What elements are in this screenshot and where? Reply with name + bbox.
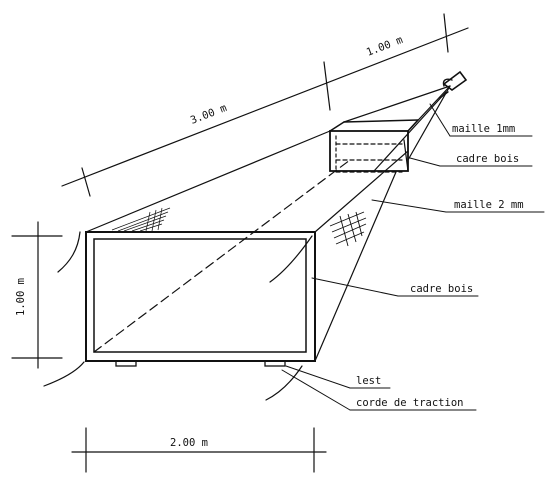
label-lest: lest xyxy=(356,375,381,387)
label-cadre-bois-large: cadre bois xyxy=(410,283,473,295)
mesh-hatch-left xyxy=(111,207,171,232)
net-funnel xyxy=(85,85,451,362)
large-frame xyxy=(43,207,316,401)
dim-height-label: 1.00 m xyxy=(15,278,27,316)
label-maille-2mm: maille 2 mm xyxy=(454,199,524,211)
dim-width-label: 2.00 m xyxy=(170,437,208,449)
mesh-hatch-coarse xyxy=(329,211,367,247)
label-maille-1mm: maille 1mm xyxy=(452,123,515,135)
label-cadre-bois-small: cadre bois xyxy=(456,153,519,165)
label-corde-traction: corde de traction xyxy=(356,397,463,409)
width-dimension: 2.00 m xyxy=(71,427,327,473)
annotations: maille 1mm cadre bois maille 2 mm cadre … xyxy=(281,103,545,411)
knot-icon xyxy=(439,70,468,99)
small-frame xyxy=(329,119,419,173)
height-dimension: 1.00 m xyxy=(11,221,63,369)
